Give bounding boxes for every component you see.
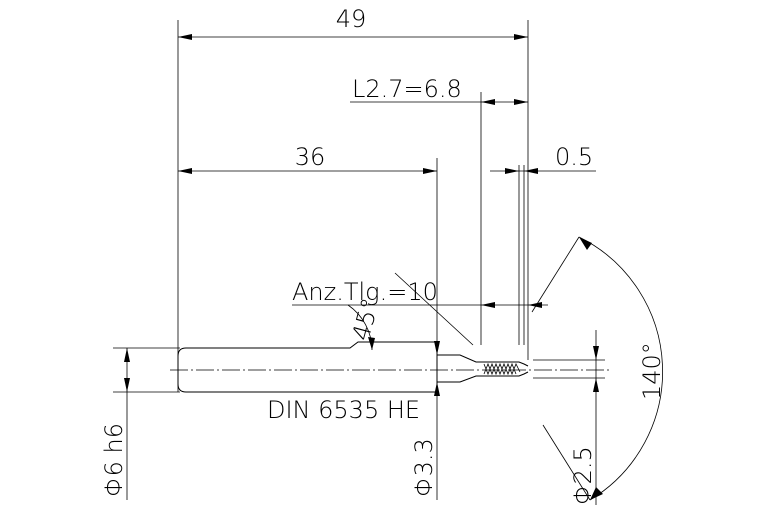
dim-thread-count (292, 302, 548, 308)
dim-shank-length (178, 168, 437, 174)
neck-diameter-label: Φ3.3 (410, 438, 438, 497)
standard-label: DIN 6535 HE (267, 396, 420, 424)
dim-tip-offset (490, 168, 596, 174)
dim-overall-length (178, 34, 528, 40)
shank-diameter-annotation (124, 348, 130, 500)
neck-diameter-annotation (434, 341, 440, 396)
tip-diameter-annotation (593, 330, 599, 505)
tool-body (170, 341, 612, 393)
thread-count-label: Anz.Tlg.=10 (292, 278, 438, 306)
point-angle-label: 140° (638, 342, 666, 400)
chamfer-angle-annotation (347, 272, 474, 351)
thread-length-label: L2.7=6.8 (352, 75, 462, 103)
tip-offset-label: 0.5 (555, 143, 593, 171)
shank-length-label: 36 (295, 143, 326, 171)
overall-length-label: 49 (336, 5, 367, 33)
shank-diameter-label: Φ6 h6 (100, 423, 128, 497)
tip-diameter-label: Φ2.5 (569, 446, 597, 505)
extension-lines (113, 20, 605, 500)
point-angle-annotation (531, 236, 663, 501)
dim-thread-length (350, 99, 528, 105)
